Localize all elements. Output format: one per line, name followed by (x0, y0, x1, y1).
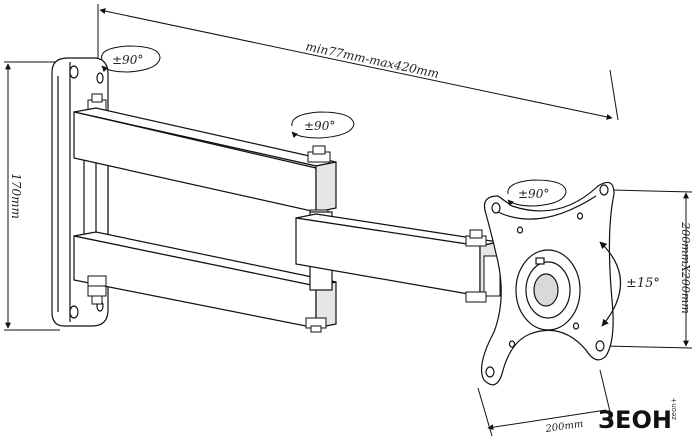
vesa-dimension (604, 189, 693, 349)
zeon-logo: ЗЕОН zeon+ (598, 397, 678, 434)
rotation-plate-icon (507, 179, 567, 207)
rotation-wall-label: ±90° (112, 53, 143, 67)
tilt-arrow-icon (599, 241, 622, 327)
logo-mark: ЗЕОН (598, 406, 672, 434)
reach-dimension (97, 4, 619, 121)
forearm-bolt (465, 229, 501, 303)
upper-arm (73, 107, 337, 213)
tilt-label: ±15° (626, 276, 660, 291)
rotation-plate-label: ±90° (518, 187, 549, 201)
rotation-mid-icon (291, 111, 355, 139)
height-dimension (4, 61, 60, 331)
vesa-label: 200mmX200mm (679, 221, 692, 314)
pivot-column (83, 157, 109, 245)
logo-domain: zeon+ (670, 397, 678, 420)
lower-arm-bolt (87, 275, 327, 333)
vesa-plate (481, 181, 615, 386)
rotation-mid-label: ±90° (304, 119, 335, 133)
reach-label: min77mm-max420mm (304, 39, 440, 81)
rotation-wall-icon (101, 45, 161, 73)
bottom-dim-label: 200mm (544, 419, 584, 435)
height-label: 170mm (9, 173, 23, 219)
bottom-dimension (477, 369, 613, 437)
